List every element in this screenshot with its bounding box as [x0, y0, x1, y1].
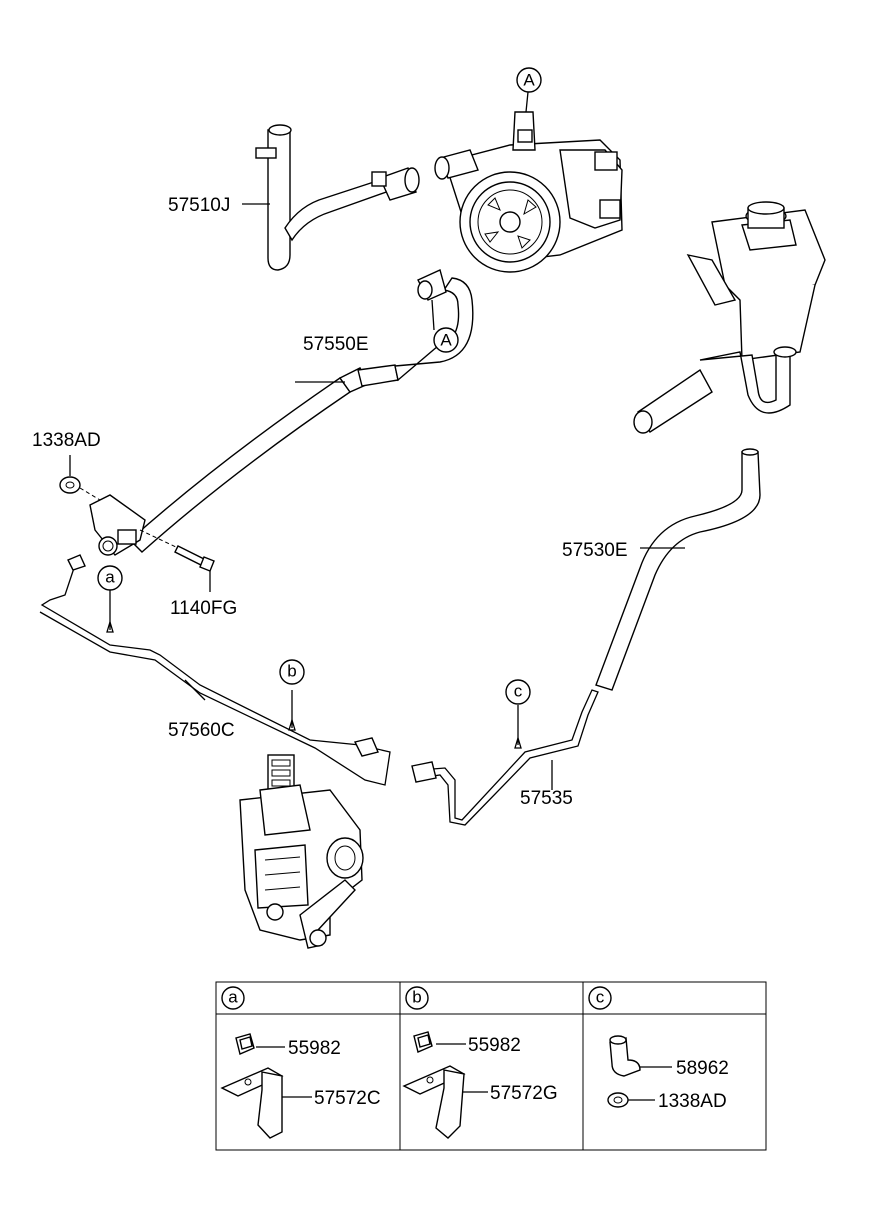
label-57572g: 57572G	[490, 1083, 558, 1104]
leader-a-hose	[431, 299, 435, 331]
callout-c: c	[505, 679, 531, 705]
label-58962: 58962	[676, 1058, 729, 1079]
pressure-hose-57550e	[89, 269, 474, 556]
reservoir-tank	[633, 201, 826, 434]
detail-table	[215, 981, 767, 1151]
table-header-c: c	[588, 986, 612, 1010]
table-header-b: b	[405, 986, 429, 1010]
steering-gear-box	[239, 754, 364, 949]
return-hose-57530e	[595, 448, 761, 691]
pressure-pipe-57560c	[39, 554, 391, 786]
callout-a-top: A	[516, 67, 542, 93]
label-1140fg: 1140FG	[170, 598, 237, 619]
callout-b: b	[279, 659, 305, 685]
svg-text:A: A	[523, 71, 535, 90]
arrow-c	[514, 735, 522, 749]
leader-57560c	[184, 679, 206, 701]
label-57572c: 57572C	[314, 1088, 381, 1109]
clip-55982-a	[235, 1033, 255, 1055]
arrow-b	[288, 717, 296, 731]
label-57560c: 57560C	[168, 720, 235, 741]
arrow-a	[106, 619, 114, 633]
bracket-57572g	[402, 1065, 466, 1139]
bolt-axis	[139, 529, 179, 549]
label-57550e: 57550E	[303, 334, 369, 355]
bolt-1140fg	[174, 545, 215, 572]
svg-text:A: A	[440, 331, 452, 350]
table-header-a: a	[221, 986, 245, 1010]
svg-text:b: b	[412, 988, 421, 1007]
svg-text:a: a	[228, 988, 238, 1007]
label-1338ad-c: 1338AD	[658, 1091, 727, 1112]
label-57530e: 57530E	[562, 540, 628, 561]
return-hose-57510j	[255, 124, 420, 271]
power-steering-pump	[434, 111, 623, 273]
nut-1338ad-c	[607, 1092, 629, 1108]
callout-a-lower: a	[97, 565, 123, 591]
svg-text:b: b	[287, 662, 296, 681]
bracket-57572c	[220, 1067, 284, 1139]
nut-1338ad	[59, 476, 81, 494]
svg-text:a: a	[105, 568, 115, 587]
clamp-58962	[609, 1035, 641, 1077]
callout-a-hose: A	[433, 327, 459, 353]
label-1338ad: 1338AD	[32, 430, 101, 451]
svg-text:c: c	[514, 682, 523, 701]
label-57535: 57535	[520, 788, 573, 809]
nut-axis	[79, 487, 101, 501]
label-55982-b: 55982	[468, 1035, 521, 1056]
leader-a-top	[525, 91, 529, 113]
label-57510j: 57510J	[168, 195, 230, 216]
svg-text:c: c	[596, 988, 605, 1007]
clip-55982-b	[413, 1031, 433, 1053]
label-55982-a: 55982	[288, 1038, 341, 1059]
return-pipe-57535	[411, 689, 599, 826]
